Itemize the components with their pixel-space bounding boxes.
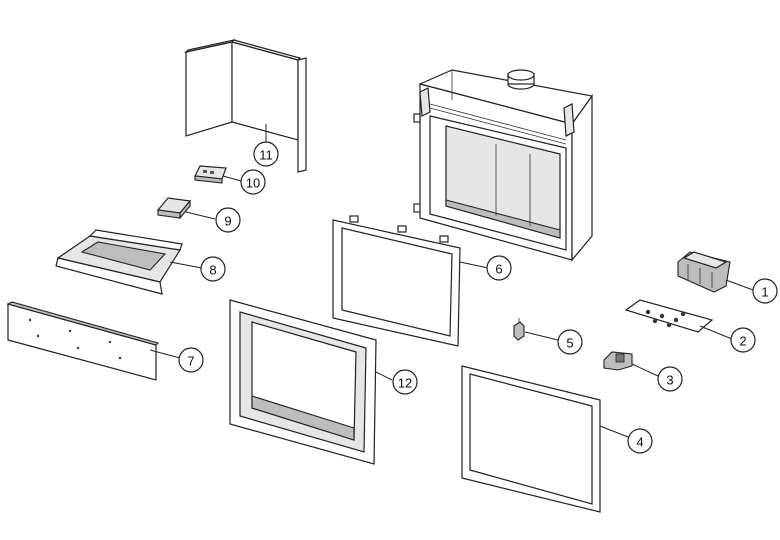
callout-6: 6 (486, 255, 512, 281)
callout-6-label: 6 (495, 262, 502, 277)
callout-8-label: 8 (209, 263, 216, 278)
part-5-valve (513, 318, 559, 341)
callout-7: 7 (178, 347, 204, 373)
callout-4: 4 (627, 428, 653, 454)
part-2-burner-plate (624, 299, 733, 340)
callout-1-label: 1 (761, 285, 768, 300)
callout-9: 9 (215, 207, 241, 233)
part-10-receiver (194, 165, 242, 184)
callout-7-label: 7 (187, 354, 194, 369)
callout-8: 8 (200, 256, 226, 282)
callout-2: 2 (730, 327, 756, 353)
callout-12-label: 12 (398, 376, 412, 391)
callout-10: 10 (240, 169, 266, 195)
part-1-burner (677, 251, 754, 293)
callout-1: 1 (752, 278, 778, 304)
part-12-surround (229, 299, 393, 465)
callout-11-label: 11 (259, 148, 273, 163)
part-3-regulator (603, 351, 659, 377)
firebox-body (413, 69, 594, 262)
callout-10-label: 10 (246, 176, 260, 191)
callout-2-label: 2 (739, 334, 746, 349)
callout-3-label: 3 (666, 373, 673, 388)
callout-3: 3 (657, 366, 683, 392)
part-11-refractory-panels (184, 38, 307, 173)
callout-5-label: 5 (566, 336, 573, 351)
callout-12: 12 (392, 369, 418, 395)
part-9-battery-box (156, 197, 216, 220)
part-4-door (461, 365, 629, 513)
callout-4-label: 4 (636, 435, 643, 450)
part-6-glass-frame (332, 215, 489, 347)
part-7-bottom-louver (6, 301, 181, 381)
callout-5: 5 (557, 329, 583, 355)
callout-11: 11 (253, 141, 279, 167)
callout-9-label: 9 (224, 214, 231, 229)
part-8-top-louver (55, 229, 203, 295)
